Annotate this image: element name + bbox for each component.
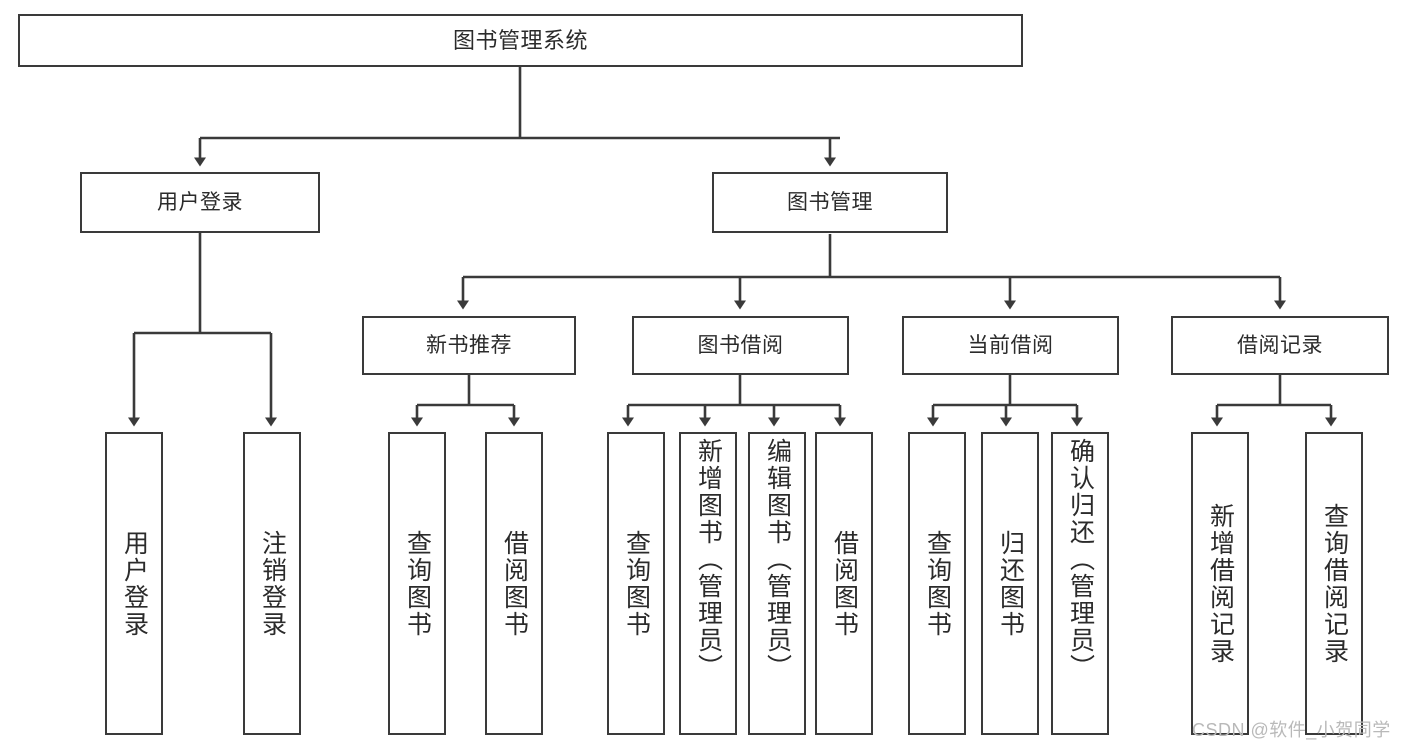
- leaf-logout[interactable]: 注销登录: [243, 432, 301, 735]
- node-book-management[interactable]: 图书管理: [712, 172, 948, 233]
- leaf-edit-book-admin[interactable]: 编辑图书（管理员）: [748, 432, 806, 735]
- node-label: 借阅图书: [500, 529, 529, 638]
- leaf-search-books-current[interactable]: 查询图书: [908, 432, 966, 735]
- node-label: 查询图书: [403, 529, 432, 638]
- node-label: 借阅图书: [830, 529, 859, 638]
- node-new-book-recommendation[interactable]: 新书推荐: [362, 316, 576, 375]
- node-label: 用户登录: [157, 191, 243, 214]
- node-label: 查询图书: [923, 529, 952, 638]
- node-label: 新书推荐: [426, 334, 512, 357]
- node-root[interactable]: 图书管理系统: [18, 14, 1023, 67]
- node-current-borrowing[interactable]: 当前借阅: [902, 316, 1119, 375]
- node-label: 当前借阅: [967, 334, 1054, 357]
- node-label: 归还图书: [996, 529, 1025, 638]
- leaf-search-books-new[interactable]: 查询图书: [388, 432, 446, 735]
- node-label: 注销登录: [258, 529, 287, 638]
- leaf-borrow-books-borrow[interactable]: 借阅图书: [815, 432, 873, 735]
- node-label: 新增借阅记录: [1206, 502, 1235, 665]
- node-label: 新增图书（管理员）: [694, 438, 723, 681]
- node-label: 编辑图书（管理员）: [763, 438, 792, 681]
- node-borrow-records[interactable]: 借阅记录: [1171, 316, 1389, 375]
- leaf-return-books[interactable]: 归还图书: [981, 432, 1039, 735]
- node-label: 图书管理: [787, 191, 873, 214]
- leaf-user-login[interactable]: 用户登录: [105, 432, 163, 735]
- node-label: 图书管理系统: [452, 27, 588, 53]
- leaf-confirm-return-admin[interactable]: 确认归还（管理员）: [1051, 432, 1109, 735]
- leaf-search-borrow-record[interactable]: 查询借阅记录: [1305, 432, 1363, 735]
- node-user-login[interactable]: 用户登录: [80, 172, 320, 233]
- leaf-add-borrow-record[interactable]: 新增借阅记录: [1191, 432, 1249, 735]
- leaf-add-book-admin[interactable]: 新增图书（管理员）: [679, 432, 737, 735]
- node-label: 图书借阅: [697, 334, 784, 357]
- csdn-watermark: CSDN @软件_小贺同学: [1192, 720, 1391, 740]
- node-label: 借阅记录: [1237, 334, 1323, 357]
- node-label: 用户登录: [120, 529, 149, 638]
- node-label: 确认归还（管理员）: [1066, 438, 1095, 681]
- node-label: 查询借阅记录: [1320, 502, 1349, 665]
- leaf-search-books-borrow[interactable]: 查询图书: [607, 432, 665, 735]
- leaf-borrow-books-new[interactable]: 借阅图书: [485, 432, 543, 735]
- node-book-borrowing[interactable]: 图书借阅: [632, 316, 849, 375]
- node-label: 查询图书: [622, 529, 651, 638]
